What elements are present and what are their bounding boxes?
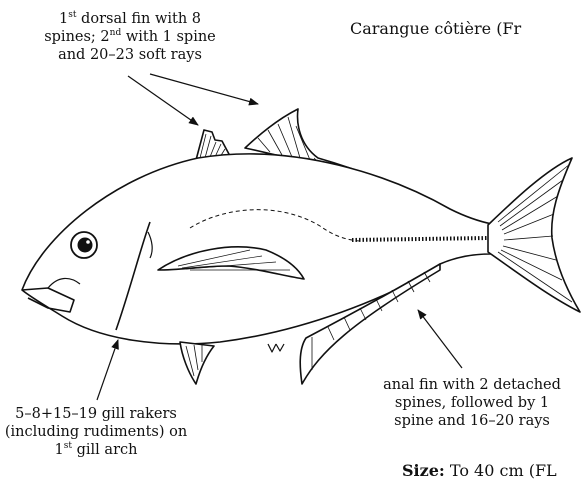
- detached-anal-spines: [268, 344, 284, 352]
- arrow-to-anal-fin: [418, 310, 462, 368]
- arrow-to-first-dorsal: [128, 76, 198, 125]
- arrow-to-second-dorsal: [150, 74, 258, 104]
- eye-highlight: [86, 240, 90, 244]
- caudal-fin: [488, 158, 580, 312]
- fish-pupil: [78, 238, 93, 253]
- arrow-to-gill-arch: [97, 340, 118, 400]
